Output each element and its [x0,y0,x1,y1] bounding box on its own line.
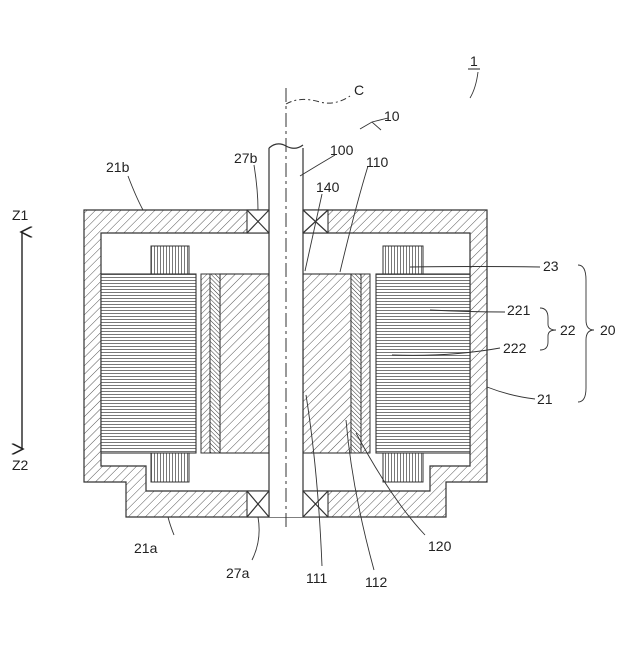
stator-core-right [376,274,470,453]
coil-end-bottom-right [383,453,423,482]
label-axis-c: C [354,82,364,98]
axis-c-leader [286,96,350,104]
label-bearing-bottom-27a: 27a [226,565,250,581]
magnet-inner-left [210,274,220,453]
label-dir-z1: Z1 [12,207,29,223]
bearing-bottom-left [247,491,269,517]
label-core-111: 111 [306,570,327,586]
label-housing-21: 21 [537,391,553,407]
label-rotor-core-110: 110 [366,154,389,170]
label-stator-22: 22 [560,322,576,338]
label-housing-top-21b: 21b [106,159,130,175]
label-rotor-10: 10 [384,108,400,124]
label-dir-z2: Z2 [12,457,29,473]
stator-core-left [101,274,196,453]
label-stator-core-221: 221 [507,302,531,318]
bearing-bottom-right [303,491,328,517]
label-housing-bottom-21a: 21a [134,540,158,556]
coil-end-bottom-left [151,453,189,482]
magnet-inner-right [351,274,361,453]
rotor-core-left [220,274,269,453]
label-bearing-top-27b: 27b [234,150,258,166]
coil-end-top-left [151,246,189,274]
label-part-140: 140 [316,179,340,195]
coil-end-top-right [383,246,423,274]
label-coil-end-23: 23 [543,258,559,274]
magnet-outer-right [361,274,370,453]
magnet-outer-left [201,274,210,453]
label-part-120: 120 [428,538,452,554]
label-coil-222: 222 [503,340,527,356]
label-shaft-100: 100 [330,142,354,158]
bearing-top-left [247,210,269,233]
label-assembly-20: 20 [600,322,616,338]
label-device-1: 1 [470,53,478,69]
label-magnet-112: 112 [365,574,388,590]
